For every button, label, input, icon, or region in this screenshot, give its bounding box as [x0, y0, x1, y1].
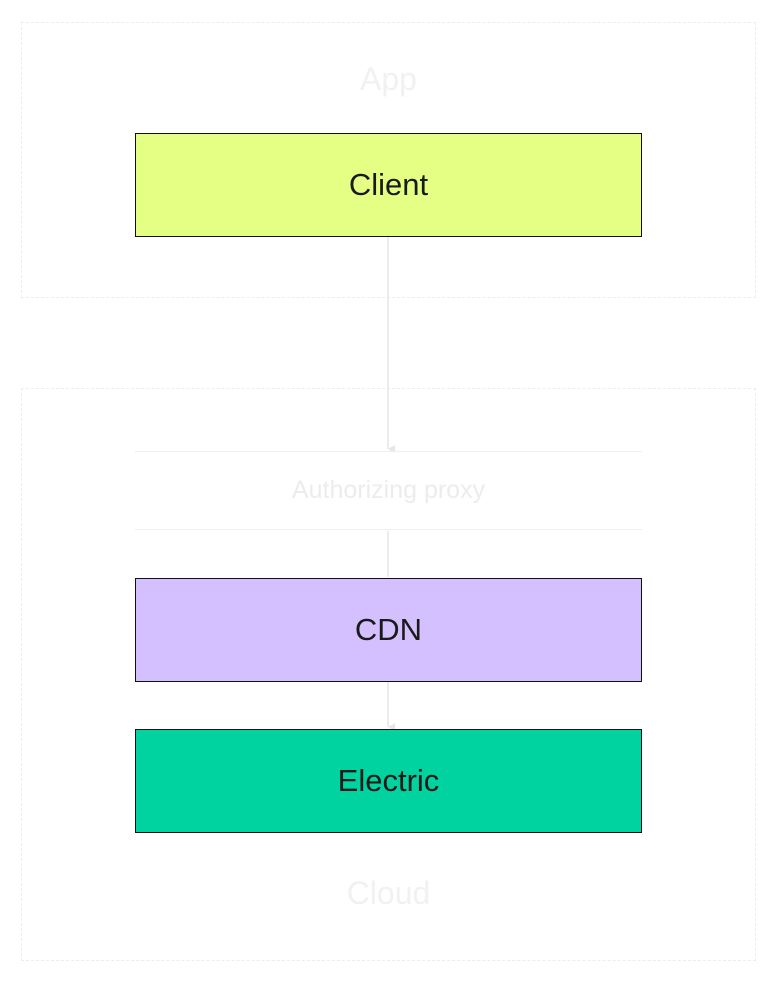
client-node-label: Client	[348, 167, 429, 202]
client-node: Client	[135, 133, 642, 237]
electric-node-label: Electric	[337, 763, 440, 798]
authorizing-proxy-label: Authorizing proxy	[291, 476, 486, 504]
cdn-node: CDN	[135, 578, 642, 682]
electric-node: Electric	[135, 729, 642, 833]
cdn-node-label: CDN	[354, 612, 423, 647]
app-group-label: App	[360, 61, 417, 97]
authorizing-proxy-node: Authorizing proxy	[135, 451, 642, 530]
cloud-group-label: Cloud	[346, 875, 431, 911]
